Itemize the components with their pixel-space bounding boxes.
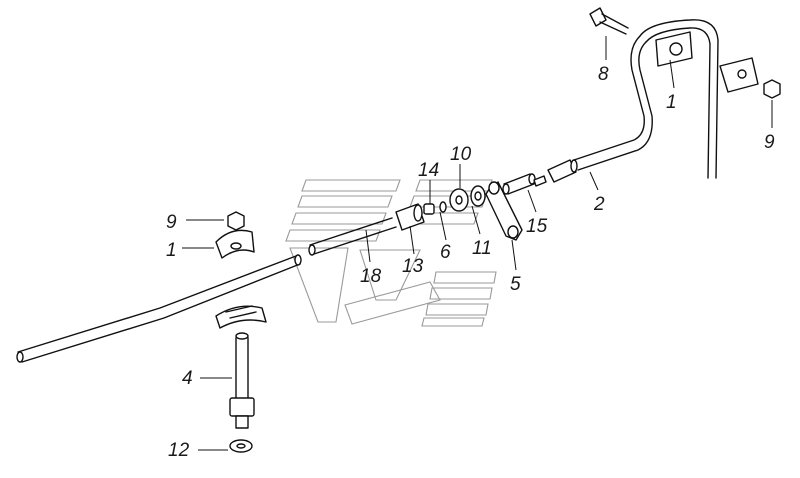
- callout-15: 15: [526, 216, 548, 237]
- callout-18: 18: [360, 266, 382, 287]
- nut-upper: [763, 79, 781, 99]
- callout-10: 10: [450, 144, 472, 165]
- clamp-plate: [485, 181, 523, 241]
- nut-left: [227, 211, 245, 231]
- leader-lines: [182, 36, 773, 451]
- long-tube: [16, 254, 302, 363]
- callout-1-left: 1: [166, 240, 177, 261]
- callout-9-left: 9: [166, 212, 177, 233]
- bolt-upper: [589, 7, 629, 35]
- washer-small: [439, 201, 447, 213]
- callout-13: 13: [402, 256, 424, 277]
- short-tube: [308, 217, 397, 256]
- callout-8: 8: [598, 64, 609, 85]
- callout-12: 12: [168, 440, 190, 461]
- washer-bottom: [229, 439, 253, 453]
- callout-11: 11: [472, 238, 492, 259]
- union-fitting: [502, 173, 547, 195]
- stud: [229, 332, 255, 429]
- callout-1-upper: 1: [666, 92, 677, 113]
- tube-nut: [395, 203, 425, 231]
- callout-9-upper: 9: [764, 132, 775, 153]
- ferrule: [423, 203, 435, 215]
- callout-6: 6: [440, 242, 451, 263]
- callout-4: 4: [182, 368, 193, 389]
- callout-5: 5: [510, 274, 521, 295]
- tube-end-fitting: [547, 159, 578, 183]
- callout-2: 2: [593, 194, 605, 215]
- washer-flat: [470, 185, 486, 207]
- bent-tube: [573, 35, 653, 171]
- ring-washer: [449, 188, 469, 212]
- bracket-upper: [639, 19, 759, 179]
- callout-14: 14: [418, 160, 439, 181]
- clamp-left: [215, 229, 267, 329]
